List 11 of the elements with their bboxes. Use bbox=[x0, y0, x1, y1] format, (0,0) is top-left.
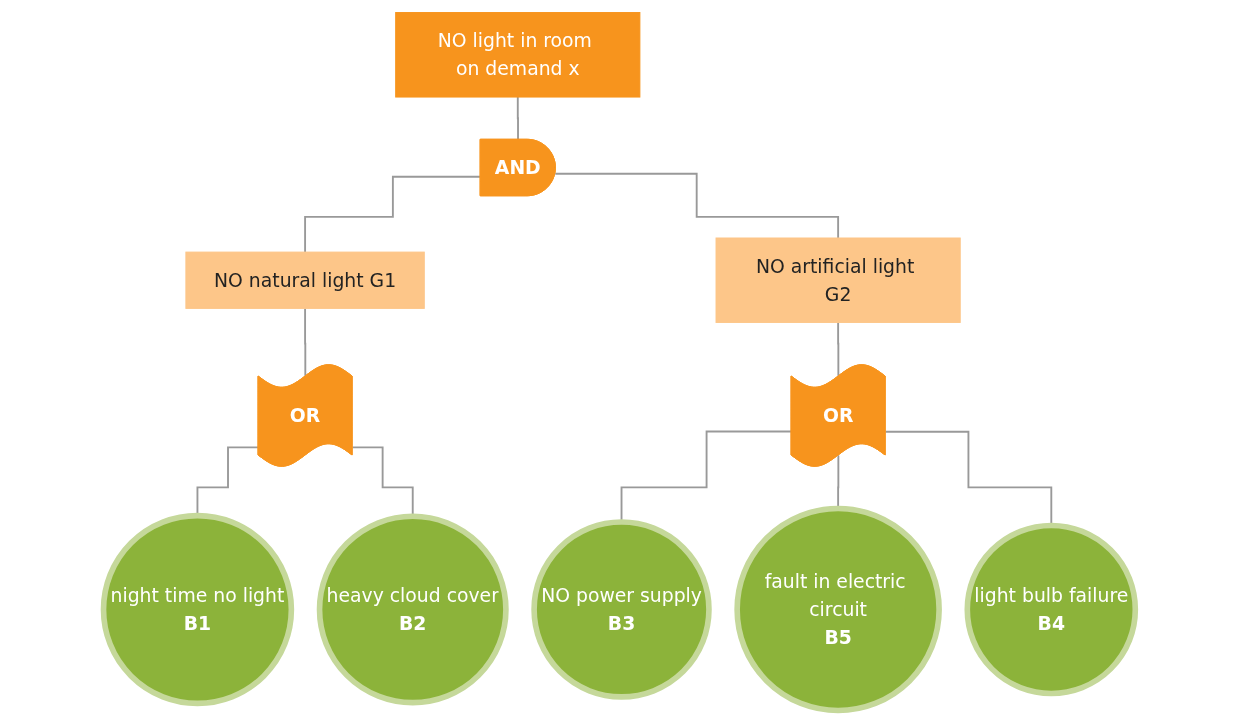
connector bbox=[304, 175, 482, 253]
connector bbox=[516, 96, 520, 141]
connector bbox=[554, 172, 840, 239]
node-circle: fault in electric circuit B5 bbox=[734, 505, 942, 714]
node-circle: light bulb failure B4 bbox=[964, 522, 1139, 697]
node-circle: NO power supply B3 bbox=[531, 519, 712, 700]
node-box: NO natural light G1 bbox=[185, 251, 425, 309]
node-box: NO artificial light G2 bbox=[715, 237, 961, 323]
node-circle: heavy cloud cover B2 bbox=[316, 513, 509, 706]
node-circle: night time no light B1 bbox=[100, 512, 295, 707]
node-box: NO light in room on demand x bbox=[395, 12, 641, 98]
